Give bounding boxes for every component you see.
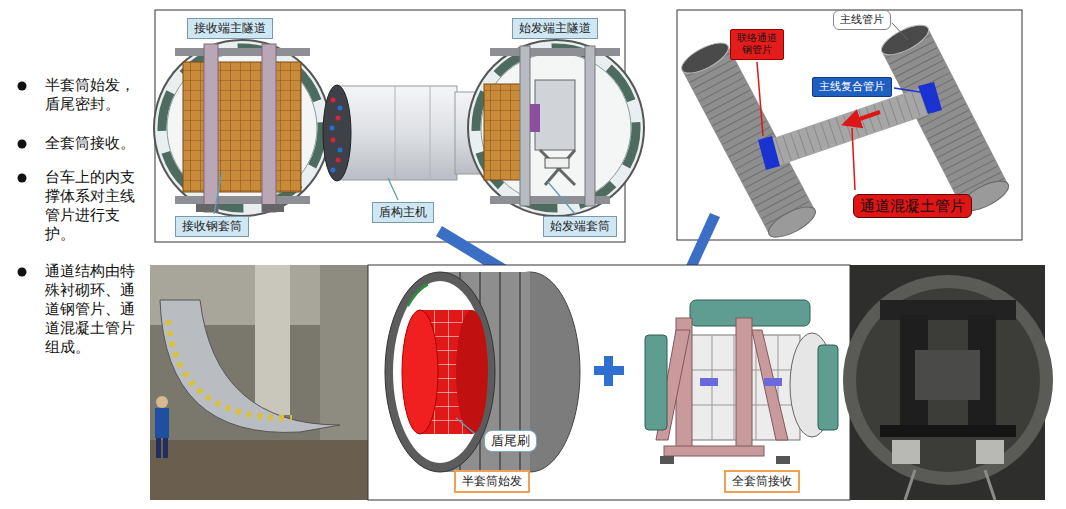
node-text: 盾构主机 (379, 205, 427, 220)
callout-box: 接收钢套筒 (175, 216, 249, 237)
callout-box: 盾尾刷 (484, 430, 537, 452)
bullet-text: 全套筒接收。 (45, 134, 149, 153)
node-text: 联络通道钢管片 (737, 32, 777, 57)
node-text: 始发端套筒 (550, 219, 610, 234)
sleeve-panel (368, 265, 850, 500)
passage-panel (677, 10, 1022, 243)
node-text: 半套筒始发 (462, 474, 522, 489)
shield-panel (154, 10, 644, 242)
callout-box: 主线复合管片 (812, 77, 892, 97)
node-text: 始发端主隧道 (519, 21, 591, 36)
node-text: 主线复合管片 (819, 80, 885, 94)
callout-box: 联络通道钢管片 (730, 29, 784, 60)
bullet-text: 台车上的内支撑体系对主线管片进行支护。 (45, 168, 149, 244)
callout-box: 盾构主机 (372, 202, 434, 223)
node-text: 通道混凝土管片 (860, 197, 965, 216)
node-text: 接收钢套筒 (182, 219, 242, 234)
node-text: 全套筒接收 (732, 474, 792, 489)
bullet-text: 通道结构由特殊衬砌环、通道钢管片、通道混凝土管片组成。 (45, 262, 149, 357)
callout-box: 始发端套筒 (543, 216, 617, 237)
bullet-dots (18, 82, 27, 277)
node-text: 接收端主隧道 (194, 21, 266, 36)
node-text: 盾尾刷 (491, 433, 530, 449)
segment-photo (150, 265, 368, 500)
bullet-text: 半套筒始发，盾尾密封。 (45, 76, 149, 114)
callout-box: 始发端主隧道 (512, 18, 598, 39)
callout-box: 接收端主隧道 (187, 18, 273, 39)
callout-box: 主线管片 (833, 10, 891, 30)
caption-box: 半套筒始发 (454, 470, 530, 493)
node-text: 主线管片 (840, 13, 884, 27)
caption-box: 全套筒接收 (724, 470, 800, 493)
callout-box: 通道混凝土管片 (853, 194, 972, 219)
tunnel-photo (843, 265, 1053, 500)
